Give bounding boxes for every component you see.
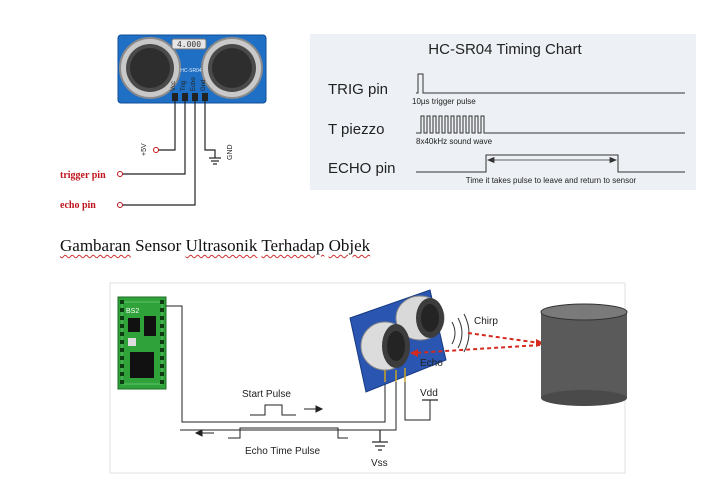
start-pulse-arrow	[304, 405, 324, 413]
echo-waveform	[416, 154, 685, 173]
pin-label-gnd: Gnd	[201, 80, 207, 91]
row-label-echo: ECHO pin	[328, 160, 396, 177]
row-label-trig: TRIG pin	[328, 81, 388, 98]
echo-time-arrow	[194, 429, 214, 437]
bs2-board	[117, 296, 167, 390]
vcc-terminal	[153, 147, 159, 153]
echo-terminal	[117, 202, 123, 208]
vss-ground-symbol	[372, 430, 388, 451]
model-text: HC-SR04	[180, 68, 202, 74]
chirp-label: Chirp	[474, 316, 498, 327]
piezzo-waveform	[416, 115, 685, 134]
pin-header	[172, 93, 208, 101]
caption-word-1: Gambaran	[60, 236, 131, 255]
caption-word-2: Sensor	[135, 236, 182, 255]
start-pulse-label: Start Pulse	[242, 389, 291, 400]
caption-word-5: Objek	[328, 236, 371, 255]
figure-caption: Gambaran Sensor Ultrasonik Terhadap Obje…	[60, 236, 370, 256]
echo-time-pulse-label: Echo Time Pulse	[245, 446, 320, 457]
piezzo-note: 8x40kHz sound wave	[416, 137, 493, 146]
pin-label-trig: Trig	[181, 81, 187, 91]
caption-word-4: Terhadap	[261, 236, 325, 255]
vdd-label: Vdd	[420, 388, 438, 399]
echo-duration-arrow	[486, 156, 618, 164]
start-pulse-wave	[250, 404, 296, 416]
trigger-pin-label: trigger pin	[60, 170, 106, 181]
row-label-piezzo: T piezzo	[328, 121, 384, 138]
echo-pin-label: echo pin	[60, 200, 96, 211]
echo-note: Time it takes pulse to leave and return …	[466, 176, 637, 185]
caption-word-3: Ultrasonik	[185, 236, 258, 255]
right-transducer	[201, 37, 263, 99]
signal-wires	[166, 305, 431, 431]
echo-time-pulse-wave	[228, 427, 348, 439]
ultrasonic-sensor	[349, 289, 447, 393]
echo-arrowhead	[410, 349, 418, 357]
trig-waveform	[416, 73, 685, 94]
vss-label: Vss	[371, 458, 388, 469]
gnd-label: GND	[227, 144, 234, 160]
sensor-pins	[384, 368, 406, 382]
left-transducer	[119, 37, 181, 99]
pin-label-echo: Echo	[191, 77, 197, 91]
chirp-arrowhead	[536, 339, 544, 347]
bs2-label: BS2	[126, 308, 139, 315]
sensor-transducer-bottom	[360, 321, 410, 371]
crystal-text: 4.000	[177, 40, 201, 49]
vcc-label: +5V	[141, 143, 148, 156]
pin-label-vcc: Vcc	[171, 81, 177, 91]
target-cylinder	[540, 303, 628, 406]
wires	[122, 101, 216, 206]
trigger-terminal	[117, 171, 123, 177]
sensor-transducer-top	[395, 295, 445, 341]
timing-chart-background	[310, 34, 696, 190]
trig-note: 10µs trigger pulse	[412, 97, 476, 106]
echo-wave-label: Echo	[420, 358, 443, 369]
timing-chart-title: HC-SR04 Timing Chart	[428, 41, 582, 58]
ground-symbol	[209, 157, 221, 165]
ultrasonic-rays	[413, 332, 541, 354]
crystal-oscillator	[171, 38, 207, 50]
